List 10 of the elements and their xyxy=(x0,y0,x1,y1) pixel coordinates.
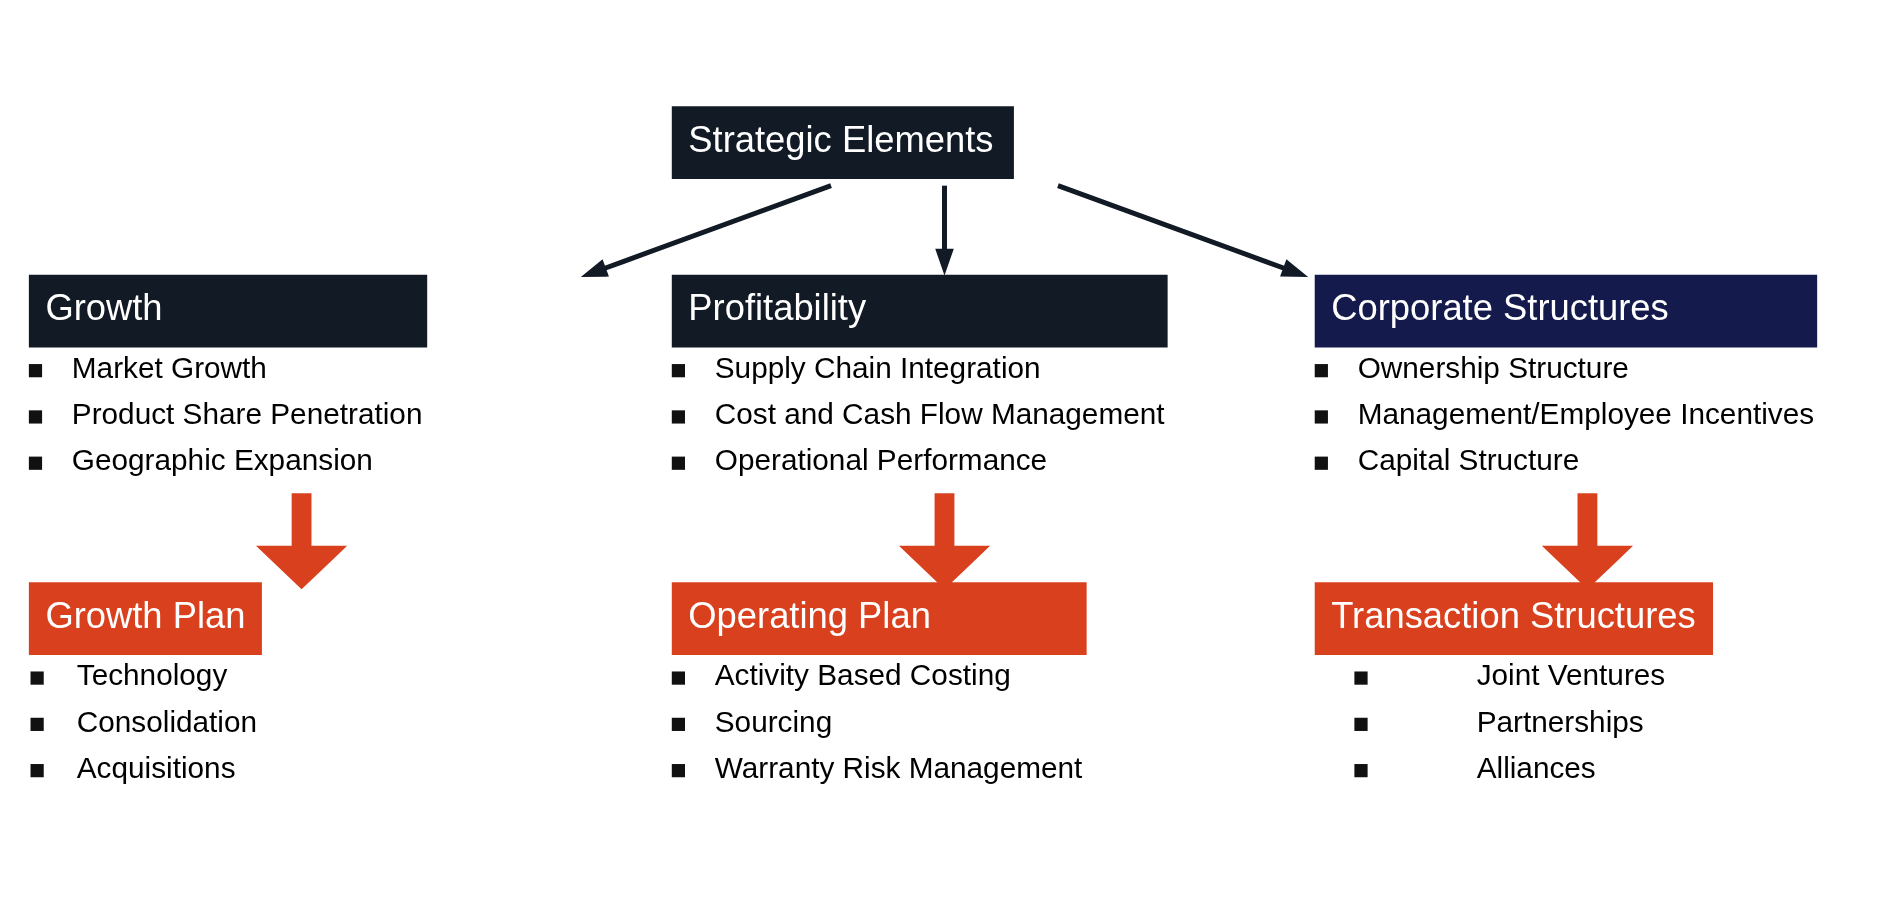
node-label: Warranty Risk Management xyxy=(714,750,1083,784)
arrow xyxy=(935,185,954,275)
arrow xyxy=(1057,182,1309,277)
node-label: Geographic Expansion xyxy=(71,442,373,476)
node-label: Operational Performance xyxy=(714,442,1048,476)
arrow xyxy=(580,182,832,277)
node-box: Strategic Elements xyxy=(671,105,1014,179)
arrow xyxy=(255,492,348,589)
node-label: Acquisitions xyxy=(76,750,236,784)
node-label: Capital Structure xyxy=(1357,442,1580,476)
